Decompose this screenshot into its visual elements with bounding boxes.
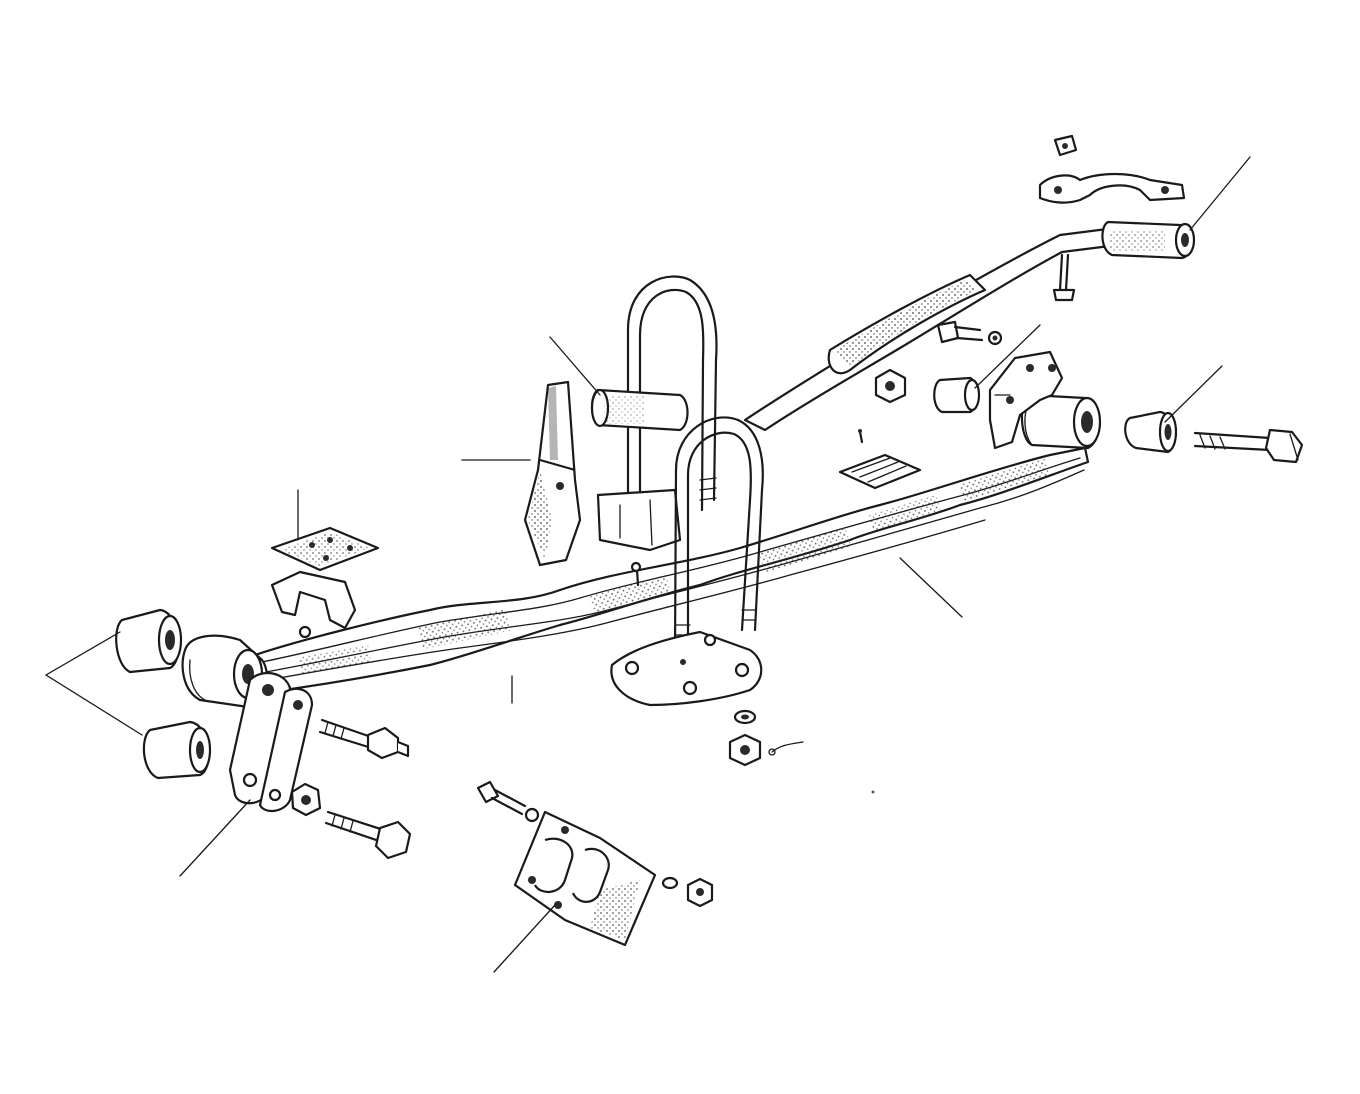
shackle-nut (290, 782, 322, 817)
rear-outer-bushing (1124, 410, 1178, 454)
bracket-bolt (936, 320, 1003, 346)
leader-line-spring (899, 557, 963, 618)
stabilizer-bar (743, 220, 1196, 432)
stabilizer-clamp (1038, 134, 1186, 302)
print-speck (871, 790, 875, 794)
seat-nut (728, 733, 762, 767)
front-bushing-upper (115, 608, 183, 674)
shackle-plate (228, 671, 314, 813)
leader-lines (44, 156, 1251, 973)
centre-bolt (630, 561, 642, 587)
u-bolt-front (673, 416, 764, 652)
leader-line-shackle (179, 799, 251, 877)
leader-line-rear-bushing (1164, 365, 1223, 423)
front-bushing-lower (142, 720, 212, 780)
rear-hanger-bracket (988, 350, 1064, 450)
clamp-bolt (476, 780, 540, 823)
clamp-washer (661, 876, 679, 890)
shackle-bolt (324, 810, 412, 860)
leaf-spring (253, 446, 1090, 694)
small-pin (858, 429, 864, 444)
bump-stop-pad (270, 526, 380, 572)
rubber-pad (838, 453, 922, 490)
bump-stop-bracket (270, 570, 357, 639)
spring-seat-plate (610, 630, 763, 707)
leader-line-stabilizer (1189, 156, 1251, 231)
seat-washer (733, 709, 757, 725)
u-bolt-rear (596, 275, 718, 552)
spacer-tube (590, 388, 689, 432)
leader-line-bushings (44, 631, 143, 736)
rear-shackle-bolt (1193, 428, 1304, 464)
leader-line-bracket-bushing (974, 324, 1041, 389)
bracket-nut (874, 368, 907, 404)
split-pin (768, 741, 804, 756)
spring-clamp (513, 810, 657, 947)
clamp-nut (686, 877, 714, 908)
shackle-stud (318, 718, 410, 760)
leader-line-clamp (493, 904, 556, 973)
spring-eye-bushing (181, 634, 269, 710)
bracket-bushing (933, 376, 981, 414)
leader-line-spacer (549, 336, 601, 396)
tapered-wedge (523, 380, 582, 567)
